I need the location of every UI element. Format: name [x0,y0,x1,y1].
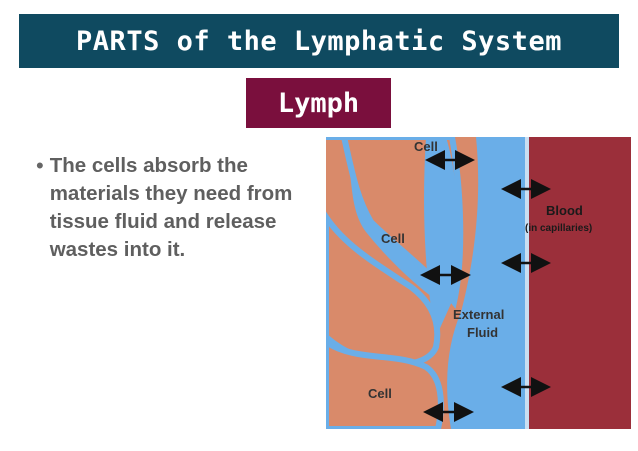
lymph-diagram: Cell Cell Cell External Fluid Blood (in … [326,137,631,429]
blood-capillary-region [527,137,631,429]
cell-label-bottom: Cell [368,386,392,401]
cell-label-middle: Cell [381,231,405,246]
external-fluid-label-1: External [453,307,504,322]
external-fluid-label-2: Fluid [467,325,498,340]
capillary-wall [525,137,529,429]
blood-sublabel: (in capillaries) [525,223,592,234]
cell-label-top: Cell [414,139,438,154]
slide-subtitle: Lymph [277,87,360,119]
title-bar: PARTS of the Lymphatic System [19,14,619,68]
blood-label: Blood [546,203,583,218]
fluid-channel [424,137,459,337]
slide-title: PARTS of the Lymphatic System [76,25,562,57]
subtitle-box: Lymph [246,78,391,128]
bullet-text: The cells absorb the materials they need… [49,154,293,261]
bullet-dot-icon: • [36,153,44,178]
bullet-point: • The cells absorb the materials they ne… [36,152,306,264]
